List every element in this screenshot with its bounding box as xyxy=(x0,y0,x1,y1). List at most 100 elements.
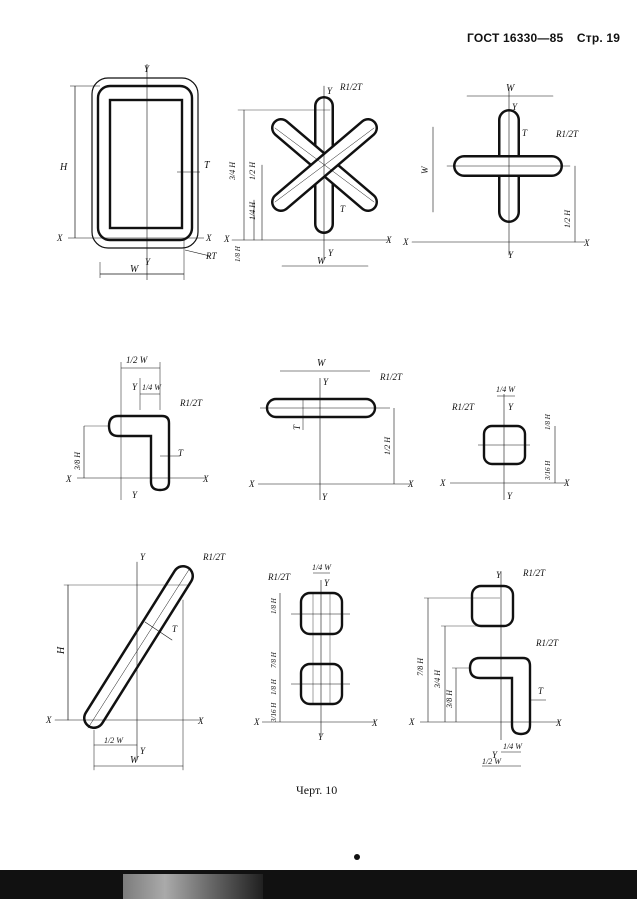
label-Y: Y xyxy=(140,552,146,562)
label-H: H xyxy=(59,162,68,173)
label-R12T: R1/2T xyxy=(267,572,291,582)
label-Y: Y xyxy=(132,490,138,500)
label-X: X xyxy=(402,237,409,247)
figure-rectangular-frame: Y H T X X RT W Y xyxy=(56,64,217,280)
label-H316: 3/16 H xyxy=(270,702,278,723)
label-R12T: R1/2T xyxy=(522,568,546,578)
label-X: X xyxy=(439,478,446,488)
label-H78: 7/8 H xyxy=(416,657,425,676)
label-H12: 1/2 H xyxy=(248,161,257,180)
figure-square-and-l: Y R1/2T R1/2T 7/8 H 3/4 H 3/8 H T X X 1/… xyxy=(408,568,562,767)
label-T: T xyxy=(292,424,302,430)
label-Y: Y xyxy=(323,377,329,387)
label-X: X xyxy=(45,715,52,725)
label-H14: 1/4 H xyxy=(248,201,257,220)
page-header: ГОСТ 16330—85 Стр. 19 xyxy=(467,31,630,45)
label-RT: RT xyxy=(205,251,217,261)
standard-number: ГОСТ 16330—85 xyxy=(467,31,564,45)
figure-two-squares: 1/4 W R1/2T Y 1/8 H 7/8 H 1/8 H 3/16 H X… xyxy=(253,563,378,742)
label-W12: 1/2 W xyxy=(126,355,149,365)
label-Y: Y xyxy=(144,64,150,74)
label-W14: 1/4 W xyxy=(142,383,162,392)
label-X: X xyxy=(202,474,209,484)
label-Y: Y xyxy=(322,492,328,502)
label-R12T: R1/2T xyxy=(379,372,403,382)
scan-edge xyxy=(0,870,637,899)
label-X: X xyxy=(555,718,562,728)
label-T: T xyxy=(178,448,184,458)
label-W12: 1/2 W xyxy=(104,736,124,745)
figure-star: Y R1/2T T X X Y W 3/4 H 1/2 H 1/4 H 1/8 … xyxy=(223,82,392,267)
label-W: W xyxy=(317,358,327,369)
figure-caption: Черт. 10 xyxy=(296,783,338,797)
label-Y: Y xyxy=(492,750,498,760)
label-X: X xyxy=(205,233,212,243)
label-Y: Y xyxy=(496,570,502,580)
figure-plus: W Y T R1/2T W X X Y 1/2 H xyxy=(402,83,590,260)
label-H18: 1/8 H xyxy=(270,678,278,695)
label-X: X xyxy=(583,238,590,248)
label-W: W xyxy=(506,83,516,94)
figure-small-square: 1/4 W R1/2T Y 1/8 H 3/16 H X X Y xyxy=(439,385,570,501)
label-X: X xyxy=(56,233,63,243)
label-X: X xyxy=(407,479,414,489)
label-H34: 3/4 H xyxy=(228,161,237,181)
label-H38: 3/8 H xyxy=(445,689,454,709)
label-W14: 1/4 W xyxy=(503,742,523,751)
label-R12T: R1/2T xyxy=(339,82,363,92)
label-Y: Y xyxy=(324,578,330,588)
label-Y: Y xyxy=(512,102,518,112)
label-H12b: 1/2 H xyxy=(563,209,572,228)
label-H18: 1/8 H xyxy=(270,597,278,614)
label-T: T xyxy=(522,128,528,138)
label-H18: 1/8 H xyxy=(544,413,552,430)
label-H34: 3/4 H xyxy=(433,669,442,689)
label-T: T xyxy=(204,160,211,171)
label-H38: 3/8 H xyxy=(73,451,82,471)
label-H: H xyxy=(56,646,67,655)
label-T: T xyxy=(340,204,346,214)
label-W: W xyxy=(317,256,327,267)
label-X: X xyxy=(253,717,260,727)
label-H12: 1/2 H xyxy=(383,436,392,455)
label-Y: Y xyxy=(132,382,138,392)
label-X: X xyxy=(385,235,392,245)
page-dot xyxy=(354,854,360,860)
label-X: X xyxy=(65,474,72,484)
figure-l-shape: 1/2 W Y 1/4 W R1/2T 3/8 H T X X Y xyxy=(65,355,209,500)
page-number: Стр. 19 xyxy=(576,31,621,45)
label-R12T: R1/2T xyxy=(179,398,203,408)
label-R12T: R1/2T xyxy=(202,552,226,562)
figure-horizontal-bar: W Y R1/2T T 1/2 H X X Y xyxy=(248,358,414,502)
label-X: X xyxy=(371,718,378,728)
label-R12T: R1/2T xyxy=(451,402,475,412)
label-Y: Y xyxy=(507,491,513,501)
label-W: W xyxy=(420,165,430,174)
label-Y: Y xyxy=(318,732,324,742)
label-X: X xyxy=(197,716,204,726)
label-W: W xyxy=(130,264,140,275)
label-W12: 1/2 W xyxy=(482,757,502,766)
label-T: T xyxy=(172,624,178,634)
figure-diagonal-bar: Y R1/2T T H X X 1/2 W Y W xyxy=(45,552,226,771)
label-X: X xyxy=(563,478,570,488)
label-R12T: R1/2T xyxy=(535,638,559,648)
label-Y: Y xyxy=(508,250,514,260)
label-Y: Y xyxy=(145,257,151,267)
label-Y: Y xyxy=(328,248,334,258)
label-H316: 3/16 H xyxy=(544,460,552,481)
label-H78: 7/8 H xyxy=(270,651,278,668)
label-X: X xyxy=(408,717,415,727)
label-W: W xyxy=(130,755,140,766)
label-W14: 1/4 W xyxy=(312,563,332,572)
label-W14: 1/4 W xyxy=(496,385,516,394)
label-Y: Y xyxy=(140,746,146,756)
label-T: T xyxy=(538,686,544,696)
label-R12T: R1/2T xyxy=(555,129,579,139)
label-Y: Y xyxy=(508,402,514,412)
label-X: X xyxy=(248,479,255,489)
label-X: X xyxy=(223,234,230,244)
label-H18: 1/8 H xyxy=(234,245,242,262)
label-Y: Y xyxy=(327,86,333,96)
